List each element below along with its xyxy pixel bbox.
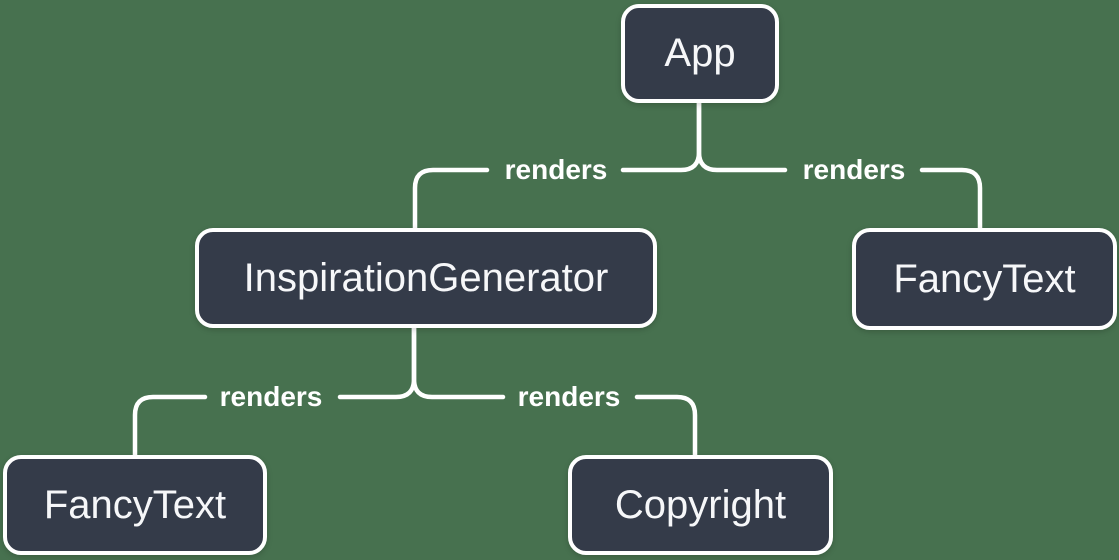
edge-label-app-fancytext: renders — [802, 154, 906, 185]
node-inspiration-generator-label: InspirationGenerator — [243, 255, 609, 300]
edge-line-app-inspiration-stem — [620, 100, 702, 173]
edge-label-app-inspiration: renders — [504, 154, 608, 185]
edge-line-app-fancytext-elbow — [919, 167, 983, 231]
node-app-label: App — [664, 31, 736, 75]
node-inspiration-generator: InspirationGenerator — [195, 228, 657, 328]
node-app: App — [621, 4, 779, 103]
node-copyright-label: Copyright — [614, 482, 787, 527]
node-fancy-text-right-label: FancyText — [893, 256, 1076, 301]
node-copyright: Copyright — [568, 455, 833, 555]
edge-label-inspiration-fancytext: renders — [219, 381, 323, 412]
edge-line-app-inspiration-elbow — [412, 167, 490, 231]
edge-line-inspiration-fancytext-elbow — [132, 394, 208, 458]
edge-label-inspiration-copyright: renders — [517, 381, 621, 412]
edge-line-inspiration-fancytext-stem — [337, 325, 417, 400]
node-fancy-text-right: FancyText — [852, 228, 1117, 330]
edge-line-app-fancytext-stem — [696, 100, 788, 173]
edge-line-inspiration-copyright-elbow — [634, 394, 698, 458]
edge-line-inspiration-copyright-stem — [411, 325, 506, 400]
node-fancy-text-left: FancyText — [3, 455, 267, 555]
node-fancy-text-left-label: FancyText — [43, 482, 227, 527]
